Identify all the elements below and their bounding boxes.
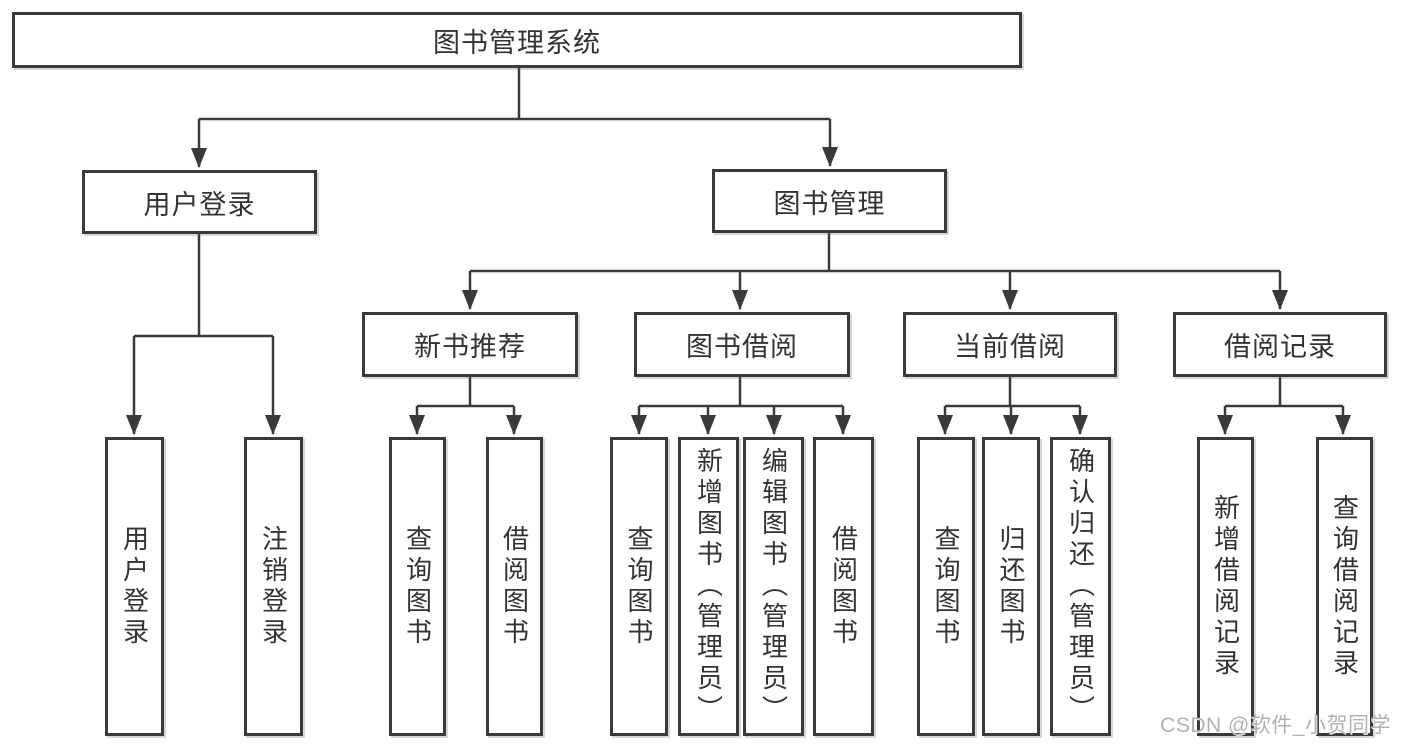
leaf-label: 查询图书 (931, 524, 961, 649)
leaf-label: 新增图书（管理员） (693, 447, 724, 726)
leaf-current-return-book: 归还图书 (982, 437, 1040, 736)
node-label: 图书管理 (773, 188, 886, 219)
node-label: 用户登录 (143, 189, 256, 220)
leaf-logout-login: 注销登录 (244, 437, 303, 736)
leaf-user-login: 用户登录 (105, 437, 164, 736)
node-label: 当前借阅 (954, 332, 1066, 362)
node-label: 图书借阅 (686, 332, 798, 362)
node-label: 新书推荐 (414, 332, 526, 362)
leaf-label: 新增借阅记录 (1210, 493, 1241, 680)
node-current-borrow: 当前借阅 (903, 312, 1117, 377)
node-user-login: 用户登录 (82, 170, 317, 234)
leaf-borrow-add-book-admin: 新增图书（管理员） (678, 437, 739, 736)
node-new-book-recommend: 新书推荐 (362, 312, 578, 377)
leaf-label: 查询图书 (402, 524, 433, 649)
leaf-label: 查询图书 (624, 524, 654, 649)
leaf-label: 归还图书 (996, 524, 1026, 649)
node-book-management: 图书管理 (712, 169, 947, 233)
leaf-borrow-borrow-book: 借阅图书 (813, 437, 874, 736)
leaf-newbook-query-book: 查询图书 (389, 437, 446, 736)
leaf-newbook-borrow-book: 借阅图书 (486, 437, 543, 736)
leaf-label: 借阅图书 (828, 524, 859, 649)
leaf-record-query-borrow-record: 查询借阅记录 (1316, 437, 1373, 736)
leaf-record-add-borrow-record: 新增借阅记录 (1197, 437, 1254, 736)
node-root-system: 图书管理系统 (12, 12, 1022, 68)
leaf-label: 用户登录 (119, 524, 150, 649)
leaf-label: 确认归还（管理员） (1065, 447, 1096, 726)
node-label: 借阅记录 (1224, 332, 1336, 362)
leaf-current-confirm-return-admin: 确认归还（管理员） (1050, 437, 1111, 736)
node-book-borrow: 图书借阅 (634, 312, 850, 377)
leaf-borrow-query-book: 查询图书 (610, 437, 668, 736)
leaf-borrow-edit-book-admin: 编辑图书（管理员） (743, 437, 804, 736)
leaf-current-query-book: 查询图书 (917, 437, 975, 736)
node-borrow-records: 借阅记录 (1173, 312, 1387, 377)
leaf-label: 查询借阅记录 (1329, 493, 1360, 680)
leaf-label: 编辑图书（管理员） (758, 447, 789, 726)
leaf-label: 注销登录 (258, 524, 289, 649)
node-label: 图书管理系统 (433, 27, 601, 58)
csdn-watermark: CSDN @软件_小贺同学 (1160, 714, 1391, 737)
leaf-label: 借阅图书 (499, 524, 530, 649)
